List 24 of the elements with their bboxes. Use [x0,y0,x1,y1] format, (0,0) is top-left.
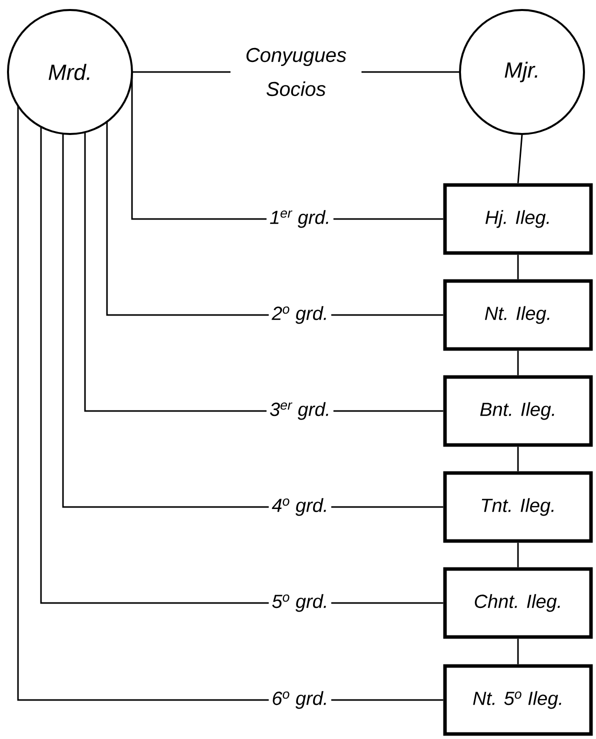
edge-label: 3$^{er}$ grd. [266,399,334,423]
edge-label: 5$^{o}$ grd. [268,591,332,615]
edge-label: Conyugues Socios [230,44,362,100]
connector-line [517,254,519,280]
edge-label: 6$^{o}$ grd. [268,688,332,712]
relative-box: Nt. 5$^{o}$ Ileg. [443,664,593,736]
edge-label: 4$^{o}$ grd. [268,495,332,519]
connector-line [517,134,523,184]
connector-line [17,106,444,701]
relative-box: Chnt. Ileg. [443,567,593,639]
edge-label: 1$^{er}$ grd. [266,207,334,231]
relative-box: Hj. Ileg. [443,183,593,255]
connector-line [62,134,444,508]
relative-box: Bnt. Ileg. [443,375,593,447]
relative-box: Nt. Ileg. [443,279,593,351]
connector-line [40,126,444,604]
relative-box: Tnt. Ileg. [443,471,593,543]
connector-line [106,122,444,316]
edge-label: 2$^{o}$ grd. [268,303,332,327]
connector-line [517,638,519,664]
connector-line [517,542,519,568]
connector-line [84,132,444,412]
connector-line [517,350,519,376]
connector-line [517,446,519,472]
